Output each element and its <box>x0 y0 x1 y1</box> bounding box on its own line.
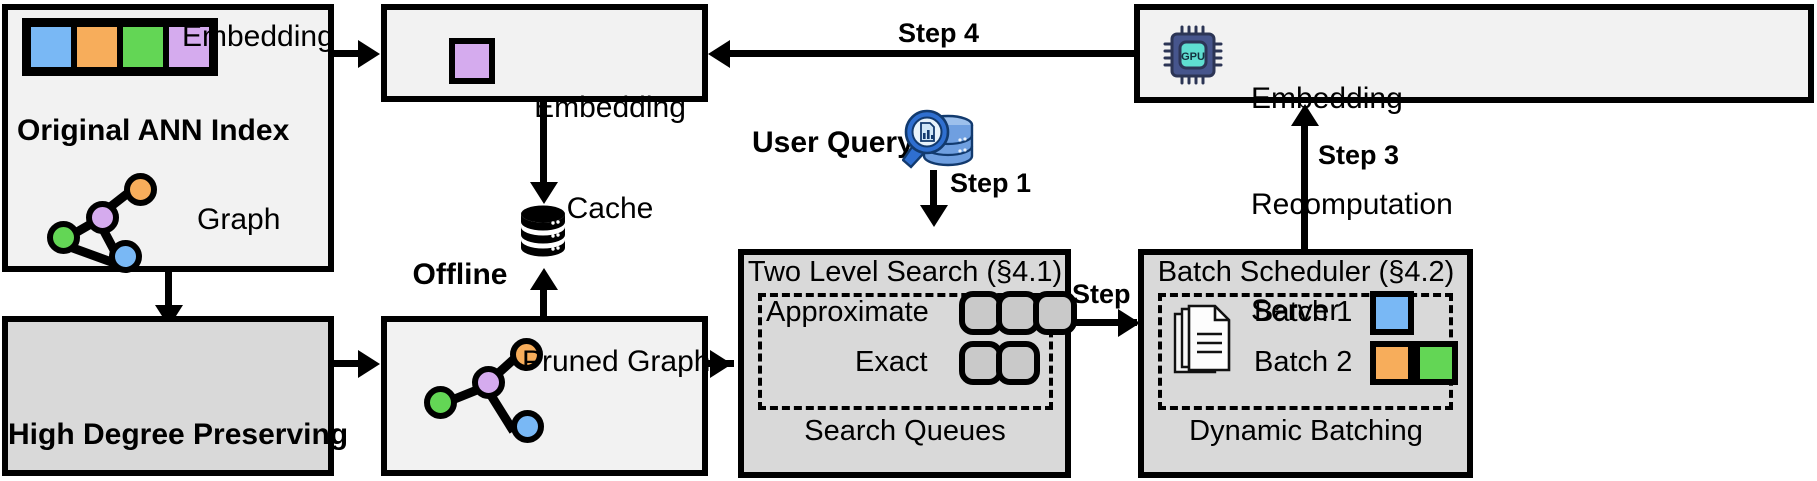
batch-1-swatch-blue <box>1370 291 1414 335</box>
arrow-pruning-to-prunedgraph-head <box>358 350 380 378</box>
approximate-slot <box>1033 291 1077 335</box>
dynamic-batching-footer: Dynamic Batching <box>1189 415 1423 447</box>
embedding-recomputation-server-title: Embedding Recomputation Server <box>1251 10 1453 399</box>
step1-label: Step 1 <box>950 168 1032 198</box>
step3-label: Step 3 <box>1318 140 1400 170</box>
arrow-ann-to-pruning-line <box>165 272 172 310</box>
embedding-swatch-blue <box>28 24 74 70</box>
embedding-label: Embedding <box>182 20 334 53</box>
arrow-step3-head <box>1291 104 1319 126</box>
svg-text:GPU: GPU <box>1181 51 1205 63</box>
arrow-ann-to-cache-head <box>358 40 380 68</box>
arrow-step4-head <box>708 40 730 68</box>
arrow-cache-to-storage-line <box>540 102 547 187</box>
gpu-chip-icon: GPU <box>1163 25 1223 85</box>
ers-title-line1: Embedding <box>1251 81 1403 115</box>
batch-2-label: Batch 2 <box>1254 346 1353 378</box>
approximate-slot <box>996 291 1040 335</box>
batch-2-swatch-orange <box>1370 341 1414 385</box>
graph-node-blue <box>511 410 544 443</box>
graph-node-orange <box>510 338 543 371</box>
embedding-cache-title: Embedding Cache <box>515 24 705 293</box>
ers-title-line3: Server <box>1251 294 1340 328</box>
arrow-prunedgraph-to-search-head <box>710 350 732 378</box>
search-queues-footer: Search Queues <box>804 415 1006 447</box>
arrow-pruning-to-prunedgraph-line <box>334 360 360 367</box>
embedding-swatch-strip <box>22 18 218 76</box>
arrow-cache-to-storage-head <box>530 182 558 204</box>
arrow-step2-line <box>1071 319 1137 326</box>
arrow-step4-line <box>728 50 1138 57</box>
arrow-step1-line <box>930 170 937 218</box>
batch-scheduler-title: Batch Scheduler (§4.2) <box>1157 256 1455 288</box>
database-icon <box>521 205 565 257</box>
original-ann-index-graph <box>40 165 170 273</box>
high-degree-pruning-title: High Degree Preserving Graph Pruning (§5… <box>8 334 349 481</box>
graph-label: Graph <box>197 203 281 236</box>
query-search-database-icon <box>902 109 974 169</box>
step4-label: Step 4 <box>898 18 980 48</box>
graph-node-purple <box>86 201 119 234</box>
graph-node-green <box>424 386 457 419</box>
user-query-label: User Query <box>752 126 914 159</box>
arrow-step1-head <box>920 205 948 227</box>
embedding-swatch-purple <box>166 24 212 70</box>
embedding-swatch-green <box>120 24 166 70</box>
original-ann-index-title: Original ANN Index <box>17 114 290 147</box>
documents-icon <box>1173 304 1231 374</box>
graph-node-blue <box>109 240 142 273</box>
embedding-cache-swatch <box>449 38 495 84</box>
high-degree-pruning-title-line1: High Degree Preserving <box>8 418 349 451</box>
embedding-cache-title-line1: Embedding <box>534 91 686 125</box>
search-queues-panel <box>758 293 1053 410</box>
arrow-prunedgraph-to-storage-head <box>530 268 558 290</box>
embedding-cache-title-line2: Cache <box>566 191 654 225</box>
arrow-ann-to-cache-line <box>334 50 360 57</box>
arrow-step2-head <box>1118 309 1140 337</box>
exact-slot <box>996 341 1040 385</box>
approximate-slot <box>959 291 1003 335</box>
embedding-cache-box <box>381 4 708 102</box>
embedding-recomputation-server-box <box>1134 4 1814 103</box>
graph-node-purple <box>472 366 505 399</box>
graph-node-orange <box>124 173 157 206</box>
approximate-row-label: Approximate <box>766 296 929 328</box>
graph-node-green <box>47 221 80 254</box>
two-level-search-title: Two Level Search (§4.1) <box>747 256 1063 288</box>
exact-row-label: Exact <box>855 346 928 378</box>
batch-2-swatch-green <box>1414 341 1458 385</box>
pruned-graph-widget <box>416 330 546 450</box>
pruned-graph-label: Pruned Graph <box>522 345 711 378</box>
offline-storage-label-line1: Offline <box>412 258 508 291</box>
embedding-swatch-orange <box>74 24 120 70</box>
high-degree-pruning-box <box>2 316 334 476</box>
ers-title-line2: Recomputation <box>1251 187 1453 221</box>
batch-1-label: Batch 1 <box>1254 296 1353 328</box>
arrow-step3-line <box>1301 120 1308 249</box>
arrow-prunedgraph-to-storage-line <box>540 285 547 325</box>
